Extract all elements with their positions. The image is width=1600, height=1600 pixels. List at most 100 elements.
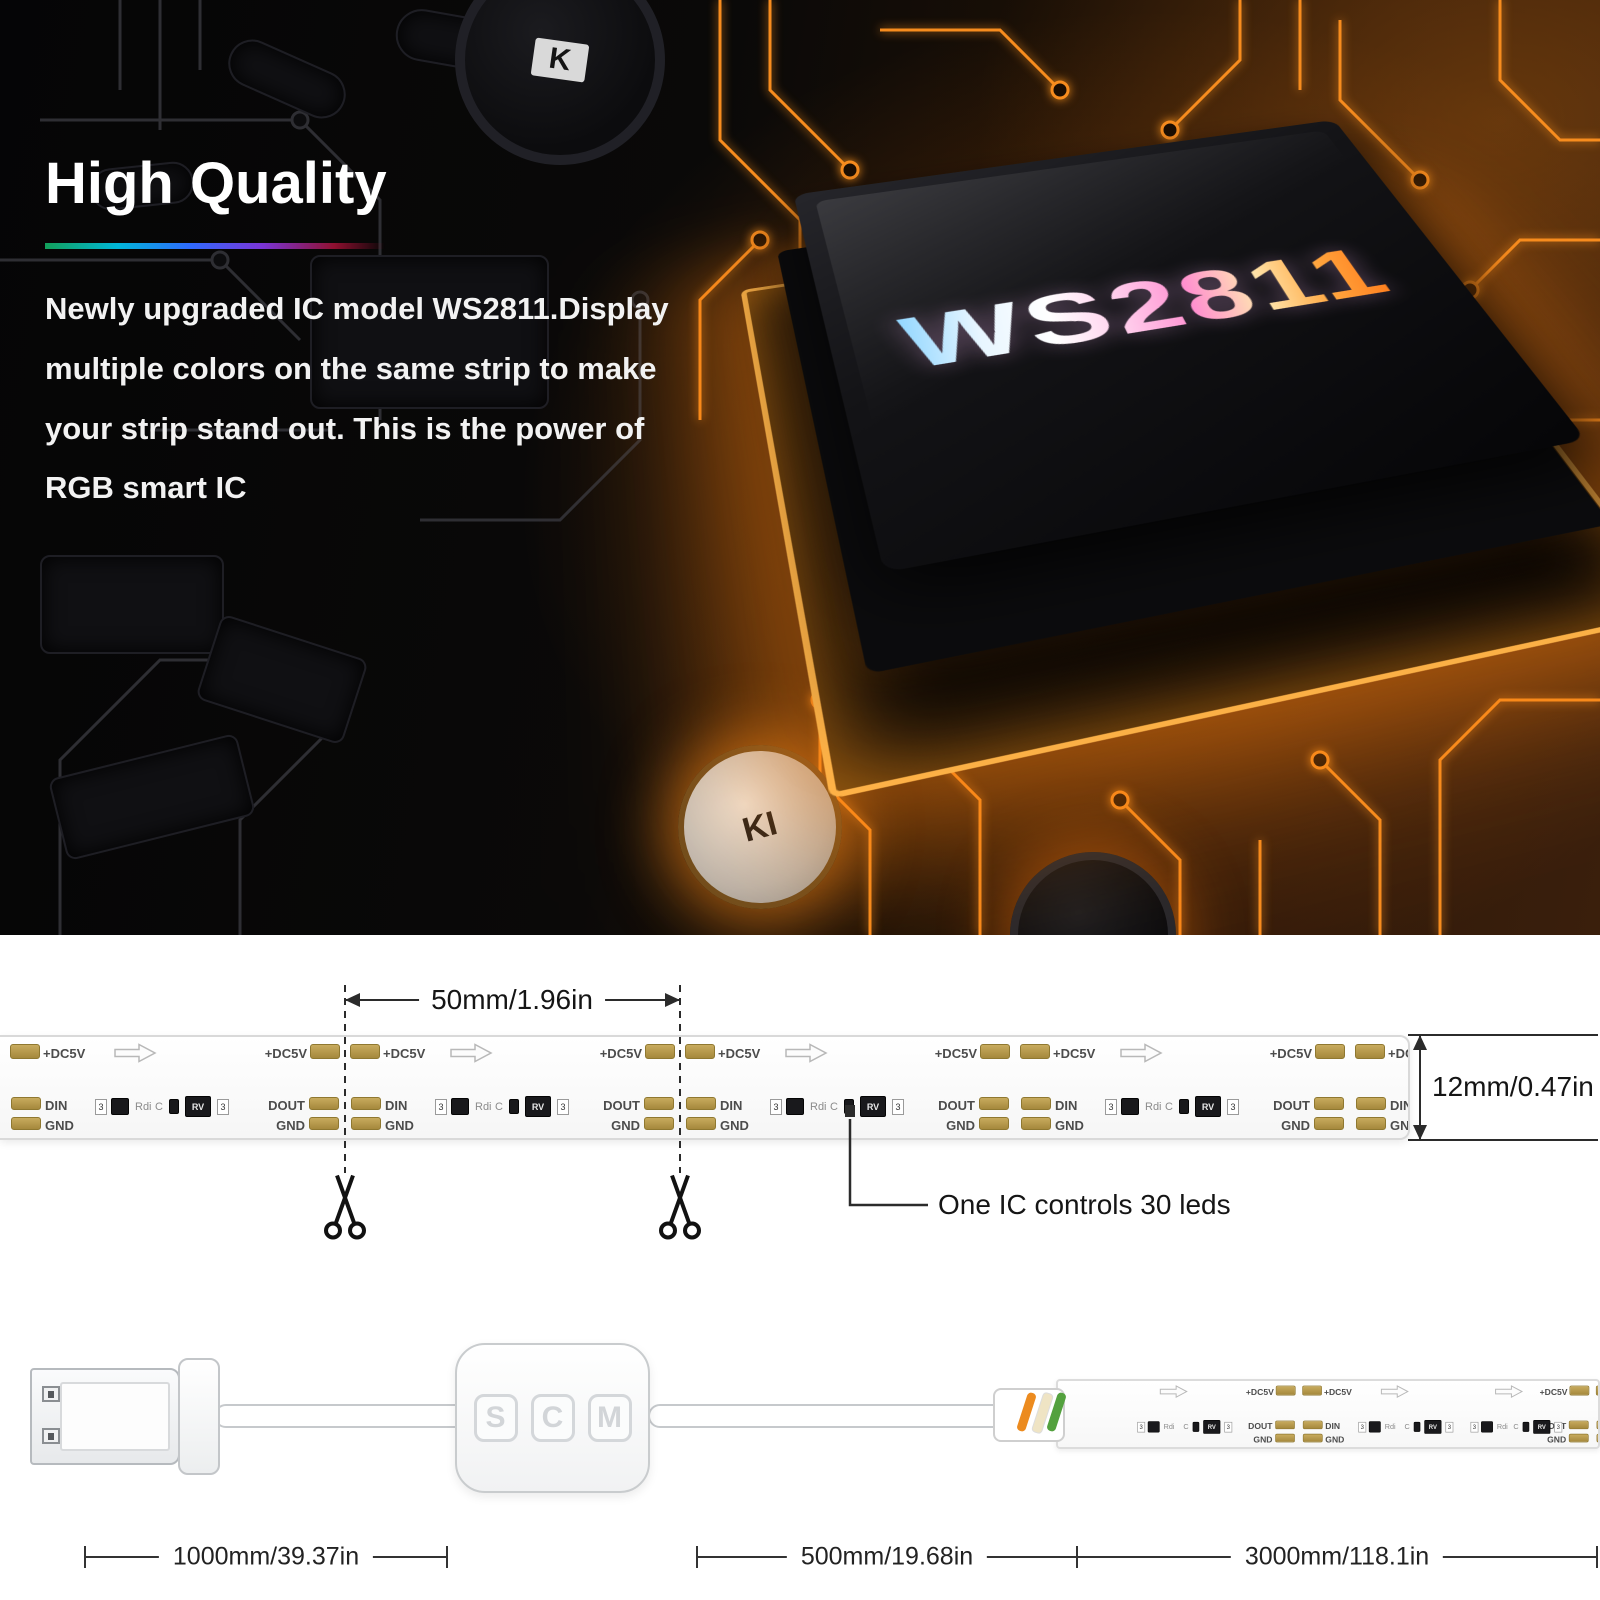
resistor-value: 3 [1137,1421,1146,1433]
solder-pad [310,1044,340,1059]
solder-pad [309,1097,339,1110]
solder-pad [1021,1117,1051,1130]
solder-pad [10,1044,40,1059]
solder-pad [685,1044,715,1059]
solder-pad [11,1097,41,1110]
resistor-body [1368,1421,1381,1433]
resistor-value: 3 [1358,1421,1367,1433]
capacitor-label: C [1165,1101,1173,1113]
din-label: DIN [720,1098,743,1113]
hero-text-block: High Quality Newly upgraded IC model WS2… [45,150,680,518]
smart-ic: RV [860,1096,886,1117]
direction-arrow-icon [112,1042,158,1069]
solder-pad [1355,1044,1385,1059]
solder-pad [645,1044,675,1059]
power-pad-label: +DC5V [1269,1046,1312,1061]
hero-title: High Quality [45,151,387,216]
usb-tongue [60,1382,170,1451]
resistor-label: Rdi [1145,1101,1162,1113]
solder-pad [686,1097,716,1110]
solder-pad [1302,1420,1323,1430]
ic-value: 3 [1445,1421,1454,1433]
scissors-icon [323,1170,367,1245]
power-pad-label: +DC5V [718,1046,761,1061]
board-chip-component [310,255,549,409]
dout-label: DOUT [268,1098,305,1113]
strip-cable [648,1404,1010,1428]
gnd-label: GND [1325,1434,1345,1445]
solder-pad [1596,1433,1598,1443]
smart-ic: RV [1203,1419,1221,1434]
capacitor-body [169,1099,179,1114]
resistor-value: 3 [1105,1099,1117,1115]
dout-label: DOUT [603,1098,640,1113]
solder-pad [1020,1044,1050,1059]
din-label: DIN [1390,1098,1408,1113]
rainbow-underline [45,243,385,249]
resistor-value: 3 [1470,1421,1479,1433]
pitch-dimension-label: 50mm/1.96in [419,984,605,1016]
power-pad-label: +DC5V [383,1046,426,1061]
resistor-body [451,1098,469,1115]
direction-arrow-icon [448,1042,494,1069]
solder-pad [1302,1433,1323,1443]
usb-connector [30,1368,180,1465]
capacitor-label: C [1513,1423,1519,1432]
resistor-body [786,1098,804,1115]
capacitor-body [1413,1421,1421,1432]
capacitor-label: C [495,1101,503,1113]
length-label-usb: 1000mm/39.37in [158,1542,374,1572]
ic-value: 3 [557,1099,569,1115]
solder-pad [1569,1385,1590,1396]
resistor-label: Rdi [1496,1423,1508,1432]
gnd-label: GND [1390,1118,1410,1133]
gnd-label: GND [276,1118,305,1133]
capacitor-component: KI [678,745,842,909]
hero-description: Newly upgraded IC model WS2811.Display m… [45,291,669,506]
resistor-label: Rdi [810,1101,827,1113]
solder-pad [1595,1385,1598,1396]
length-label-cable: 500mm/19.68in [786,1542,988,1572]
direction-arrow-icon [1118,1042,1164,1069]
scissors-icon [658,1170,702,1245]
gnd-label: GND [946,1118,975,1133]
dout-label: DOUT [1273,1098,1310,1113]
din-label: DIN [45,1098,68,1113]
din-label: DIN [385,1098,408,1113]
dout-label: DOUT [938,1098,975,1113]
solder-pad [309,1117,339,1130]
solder-pad [351,1097,381,1110]
smart-ic: RV [185,1096,211,1117]
power-pad-label: +DC5V [1245,1386,1274,1397]
capacitor-label: C [830,1101,838,1113]
resistor-body [1121,1098,1139,1115]
ic-value: 3 [217,1099,229,1115]
controller-button-m: M [587,1394,632,1442]
gnd-label: GND [1281,1118,1310,1133]
solder-pad [1275,1433,1295,1443]
direction-arrow-icon [1158,1384,1188,1402]
din-label: DIN [1325,1421,1341,1432]
dout-label: DOUT [1248,1421,1273,1432]
gnd-label: GND [45,1118,74,1133]
resistor-value: 3 [770,1099,782,1115]
resistor-label: Rdi [1163,1423,1175,1432]
smart-ic: RV [1195,1096,1221,1117]
power-pad-label: +DC5V [1323,1386,1352,1397]
length-label-strip: 3000mm/118.1in [1230,1542,1444,1572]
resistor-value: 3 [95,1099,107,1115]
board-chip-component [40,555,224,654]
din-label: DIN [1055,1098,1078,1113]
power-pad-label: +DC5V [934,1046,977,1061]
led-strip-mini-content: +DC5V+DC5VDOUTDINGNDGND+DC5V+DC5VDOUTDIN… [1058,1381,1598,1447]
solder-pad [686,1117,716,1130]
ic-note-label: One IC controls 30 leds [938,1189,1231,1220]
power-pad-label: +DC5V [599,1046,642,1061]
solder-pad [1314,1117,1344,1130]
capacitor-body [509,1099,519,1114]
controller-button-c: C [530,1394,575,1442]
resistor-body [111,1098,129,1115]
led-strip: +DC5V +DC5V DOUT DIN GND GND +DC5V +DC5V DOUT DIN… [0,1035,1410,1140]
dimension-annotations [344,985,1598,1207]
